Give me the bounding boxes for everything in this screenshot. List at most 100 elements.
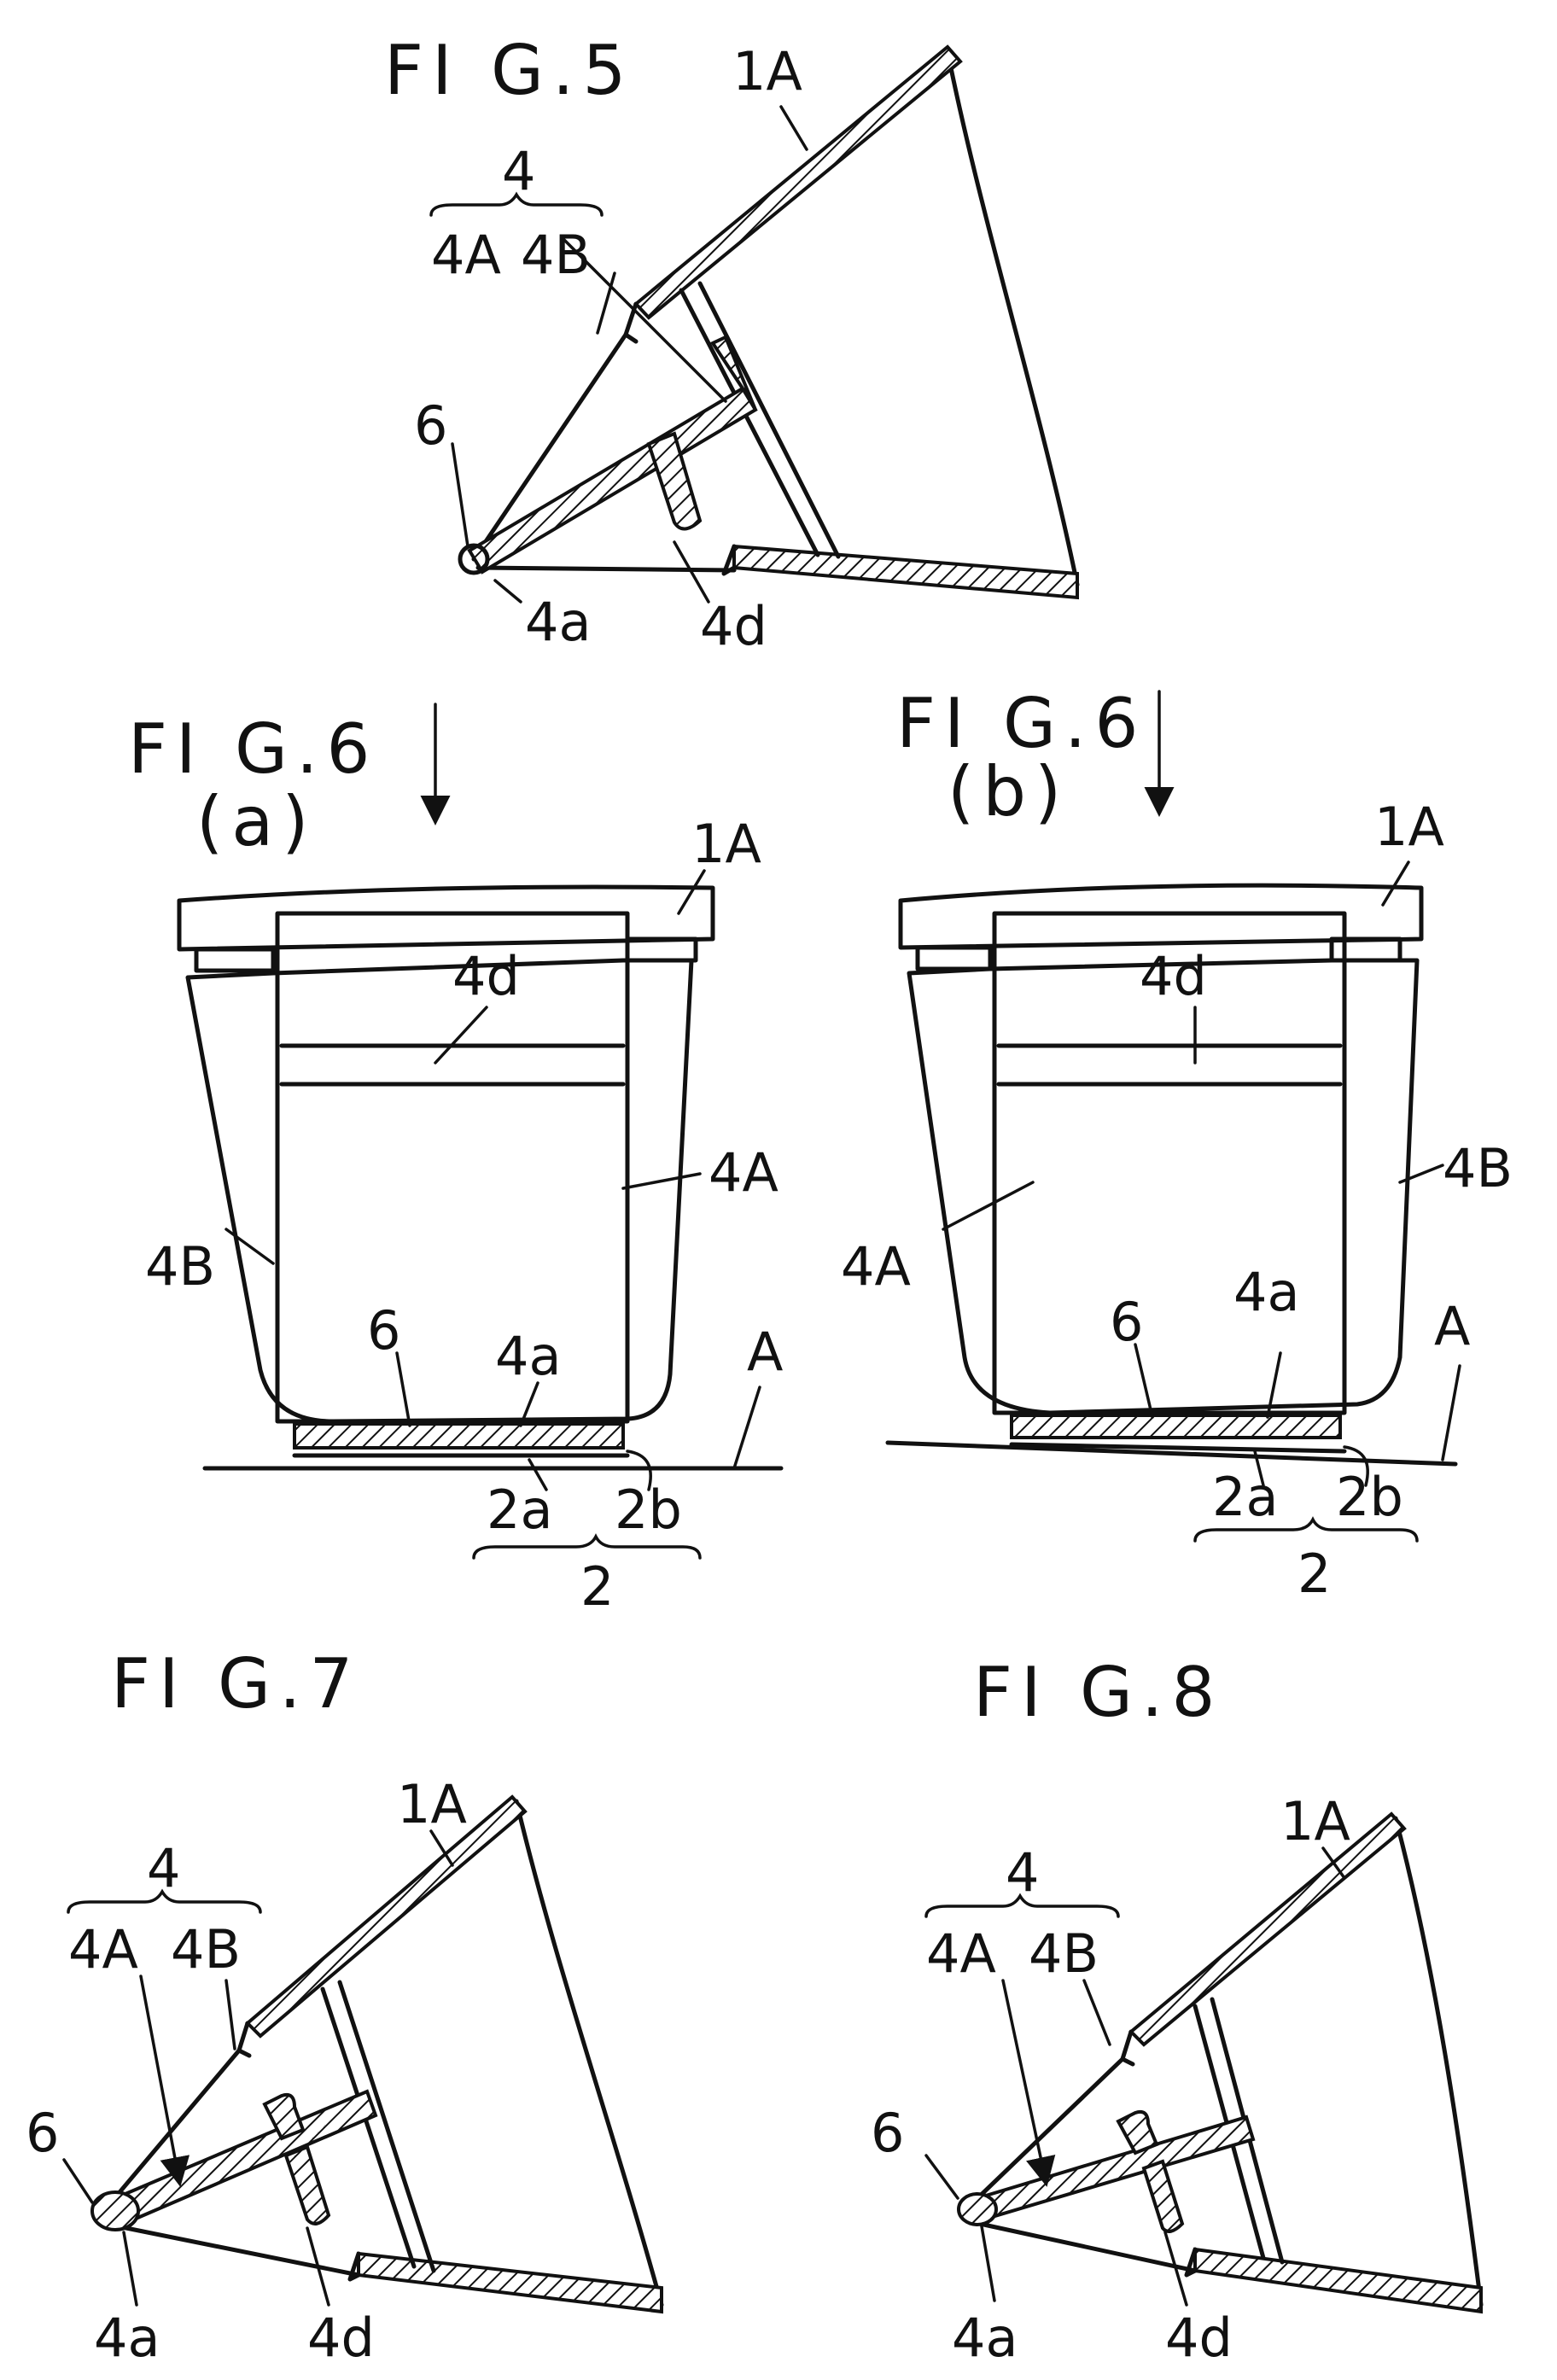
fig5-label-4a: 4A	[431, 224, 501, 286]
fig6a-leader-4a	[621, 1172, 702, 1190]
fig6a-leader-2b	[626, 1450, 652, 1491]
figure-6a: FI G.6 (a) 1A 4d 4A 4B 6	[128, 703, 784, 1618]
fig6b-label-4b: 4B	[1443, 1137, 1513, 1199]
fig6b-leader-a	[1441, 1364, 1461, 1461]
fig6b-label-4d: 4d	[1140, 945, 1207, 1007]
fig6b-label-2a: 2a	[1212, 1466, 1278, 1528]
fig5-tip-6	[458, 543, 490, 575]
fig8-lower-plate	[1193, 2247, 1483, 2314]
fig6b-title: FI G.6	[896, 684, 1146, 763]
fig7-label-4d: 4d	[307, 2307, 375, 2369]
fig5-wall-right	[697, 281, 841, 559]
fig7-label-4a: 4A	[68, 1918, 138, 1980]
fig8-upper-plate	[1128, 1811, 1407, 2047]
fig7-label-4: 4	[147, 1837, 180, 1899]
fig5-leader-4a	[562, 237, 727, 403]
fig8-title: FI G.8	[973, 1653, 1223, 1732]
fig5-rib-4d	[646, 431, 703, 531]
fig5-leader-4d	[673, 540, 710, 604]
figure-7: FI G.7 1A 4 4A 4B 6 4a 4d	[26, 1644, 664, 2369]
fig8-leader-4b	[1082, 1979, 1111, 2046]
fig6a-label-4b: 4B	[145, 1235, 215, 1298]
fig5-label-4a-edge: 4a	[525, 591, 591, 653]
fig6b-subtitle: (b)	[948, 752, 1070, 831]
fig6b-label-1a: 1A	[1374, 796, 1444, 858]
fig6a-label-1a: 1A	[691, 813, 761, 875]
fig5-rib-upper	[710, 335, 757, 411]
fig6b-leader-2a	[1253, 1450, 1265, 1487]
fig8-cone-top	[971, 2056, 1125, 2205]
fig5-label-4d: 4d	[700, 595, 767, 657]
fig6a-leader-1a	[677, 869, 706, 915]
fig6b-leader-4b	[1398, 1164, 1444, 1184]
fig8-label-4a: 4A	[926, 1922, 996, 1985]
fig8-label-6: 6	[871, 2102, 904, 2164]
fig7-label-6: 6	[26, 2102, 59, 2164]
fig5-leader-4a-edge	[493, 579, 522, 604]
fig6b-outer-body-4b	[907, 958, 1420, 1415]
fig7-wall-left	[320, 1986, 417, 2269]
fig7-leader-1a	[429, 1829, 454, 1867]
fig5-cone-top	[471, 332, 628, 562]
fig8-tip-6	[957, 2192, 998, 2226]
fig8-body-edge	[1393, 1816, 1484, 2307]
fig5-label-1a: 1A	[732, 40, 802, 102]
fig6a-post-left	[194, 947, 276, 973]
fig8-cone-bottom	[977, 2221, 1198, 2273]
fig6b-leader-4a-edge	[1266, 1351, 1282, 1419]
fig5-leader-1a	[779, 105, 808, 151]
fig6b-top-plate	[898, 883, 1424, 950]
fig6a-base-6	[293, 1422, 625, 1450]
fig7-leader-4a	[139, 1975, 190, 2187]
fig5-label-4b: 4B	[521, 224, 591, 286]
fig8-label-4b: 4B	[1029, 1922, 1099, 1985]
fig6a-label-6: 6	[367, 1299, 400, 1362]
fig7-lower-plate	[357, 2251, 663, 2314]
fig7-label-4a-edge: 4a	[94, 2307, 160, 2369]
fig6a-title: FI G.6	[128, 709, 378, 789]
figure-6b: FI G.6 (b) 1A 4d 4A 4B 6 4a A 2a 2b 2	[841, 684, 1513, 1605]
fig6b-line-a	[885, 1440, 1458, 1467]
fig8-leader-6	[924, 2154, 959, 2200]
fig7-tip-6	[90, 2190, 140, 2231]
fig5-label-6: 6	[414, 394, 447, 457]
fig6b-leader-4a	[942, 1181, 1035, 1231]
fig6b-inner-panel-4a	[992, 911, 1347, 1415]
fig6a-leader-4d	[434, 1006, 488, 1065]
fig8-label-4: 4	[1006, 1841, 1039, 1904]
figure-8: FI G.8 1A 4 4A 4B 6 4a 4d	[871, 1653, 1484, 2369]
fig8-leader-4a	[1001, 1979, 1056, 2187]
fig6a-label-2: 2	[580, 1555, 614, 1618]
fig5-cone-bottom	[475, 565, 737, 573]
fig5-leader-4b	[596, 271, 616, 335]
fig6b-label-2: 2	[1298, 1543, 1331, 1605]
fig6a-label-4a-edge: 4a	[495, 1325, 561, 1387]
fig6b-post-left	[915, 945, 993, 971]
fig6a-label-2a: 2a	[487, 1479, 552, 1541]
fig5-label-4: 4	[502, 140, 535, 202]
fig7-wall-right	[337, 1980, 436, 2273]
fig7-upper-plate	[245, 1794, 528, 2039]
fig7-rib-upper	[262, 2092, 306, 2141]
fig6b-layer-2a	[1009, 1442, 1347, 1454]
fig6b-label-2b: 2b	[1336, 1466, 1403, 1528]
fig5-brace-4	[429, 191, 604, 217]
fig6b-leader-2b	[1343, 1445, 1369, 1487]
fig6b-base-6	[1010, 1414, 1342, 1439]
fig7-leader-4a-edge	[122, 2231, 138, 2307]
fig8-rib-4d	[1141, 2159, 1185, 2233]
figure-5: FI G.5 1A 4 4A 4B 6 4a	[384, 31, 1080, 657]
fig7-rib-4d	[283, 2144, 331, 2225]
fig6b-label-4a-edge: 4a	[1233, 1261, 1299, 1323]
fig5-wall-left	[679, 288, 820, 557]
fig8-rib-upper	[1116, 2109, 1159, 2155]
fig6a-leader-6	[395, 1351, 411, 1427]
fig8-label-4d: 4d	[1165, 2307, 1233, 2369]
fig6b-leader-1a	[1381, 860, 1410, 907]
fig7-cone-bottom	[115, 2224, 361, 2278]
fig7-brace-4	[67, 1888, 262, 1914]
fig7-body-edge	[514, 1799, 664, 2307]
fig7-title: FI G.7	[111, 1644, 361, 1724]
fig6b-label-6: 6	[1110, 1291, 1143, 1353]
